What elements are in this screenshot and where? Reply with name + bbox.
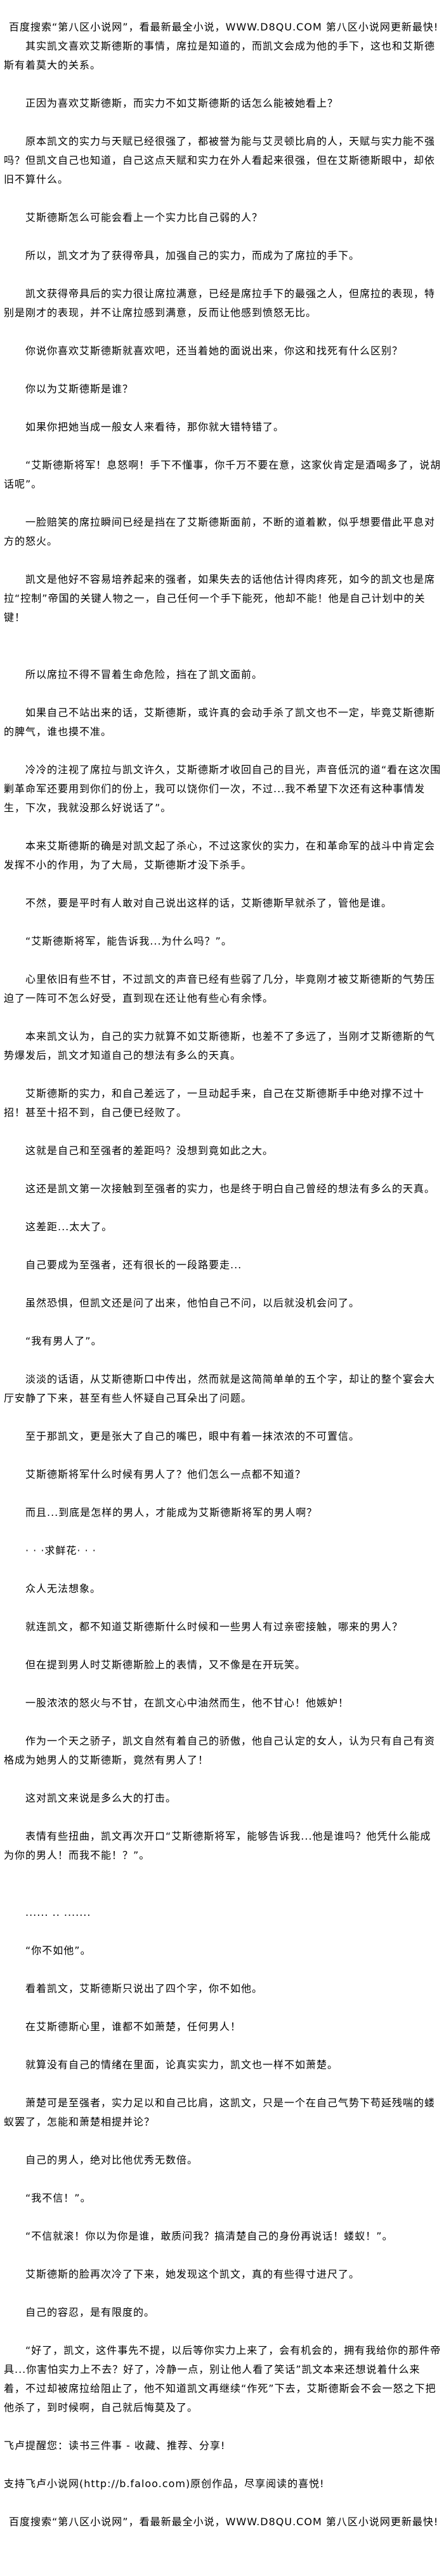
- paragraph: 表情有些扭曲，凯文再次开口“艾斯德斯将军，能够告诉我...他是谁吗？他凭什么能成…: [4, 1830, 431, 1861]
- footer-support-link[interactable]: 支持飞卢小说网(http://b.faloo.com)原创作品，尽享阅读的喜悦!: [4, 2478, 325, 2490]
- paragraph: 而且...到底是怎样的男人，才能成为艾斯德斯将军的男人啊？: [25, 1506, 318, 1518]
- paragraph: 自己要成为至强者，还有很长的一段路要走...: [25, 1259, 242, 1271]
- paragraph: 如果你把她当成一般女人来看待，那你就大错特错了。: [25, 421, 285, 433]
- paragraph: 众人无法想象。: [25, 1583, 101, 1595]
- paragraph: 自己的容忍，是有限度的。: [25, 2306, 155, 2318]
- paragraph: 在艾斯德斯心里，谁都不如萧楚，任何男人！: [25, 2021, 242, 2033]
- paragraph: 凯文获得帝具后的实力很让席拉满意，已经是席拉手下的最强之人，但席拉的表现，特别是…: [4, 288, 436, 319]
- paragraph: 一脸赔笑的席拉瞬间已经是挡在了艾斯德斯面前，不断的道着歉，似乎想要借此平息对方的…: [4, 516, 436, 547]
- paragraph: 其实凯文喜欢艾斯德斯的事情，席拉是知道的，而凯文会成为他的手下，这也和艾斯德斯有…: [4, 40, 436, 71]
- paragraph: 本来艾斯德斯的确是对凯文起了杀心，不过这家伙的实力，在和革命军的战斗中肯定会发挥…: [4, 840, 436, 871]
- paragraph: 你说你喜欢艾斯德斯就喜欢吧，还当着她的面说出来，你这和找死有什么区别？: [25, 345, 403, 357]
- paragraph: 冷冷的注视了席拉与凯文许久，艾斯德斯才收回自己的目光，声音低沉的道“看在这次围剿…: [4, 764, 441, 814]
- paragraph: 这差距...太大了。: [25, 1221, 113, 1233]
- site-banner-top: 百度搜索“第八区小说网”，看最新最全小说，WWW.D8QU.COM 第八区小说网…: [9, 21, 439, 33]
- paragraph: 这对凯文来说是多么大的打击。: [25, 1792, 177, 1804]
- paragraph: “艾斯德斯将军，能告诉我...为什么吗？”。: [25, 935, 232, 947]
- paragraph: 所以，凯文才为了获得帝具，加强自己的实力，而成为了席拉的手下。: [25, 249, 360, 262]
- paragraph: 自己的男人，绝对比他优秀无数倍。: [25, 2154, 199, 2166]
- paragraph: 艾斯德斯的实力，和自己差远了，一旦动起手来，自己在艾斯德斯手中绝对撑不过十招！甚…: [4, 1087, 425, 1119]
- paragraph: 所以席拉不得不冒着生命危险，挡在了凯文面前。: [25, 668, 263, 681]
- paragraph: “你不如他”。: [25, 1944, 91, 1956]
- paragraph: 艾斯德斯怎么可能会看上一个实力比自己弱的人？: [25, 211, 263, 223]
- paragraph: “艾斯德斯将军！息怒啊！手下不懂事，你千万不要在意，这家伙肯定是酒喝多了，说胡话…: [4, 459, 441, 490]
- chapter-article: 其实凯文喜欢艾斯德斯的事情，席拉是知道的，而凯文会成为他的手下，这也和艾斯德斯有…: [4, 37, 441, 2417]
- paragraph: 作为一个天之骄子，凯文自然有着自己的骄傲，他自己认定的女人，认为只有自己有资格成…: [4, 1735, 436, 1766]
- paragraph: “不信就滚！你以为你是谁，敢质问我？搞清楚自己的身份再说话！蝼蚁！”。: [25, 2230, 393, 2242]
- paragraph: 一股浓浓的怒火与不甘，在凯文心中油然而生，他不甘心！他嫉妒！: [25, 1697, 349, 1709]
- paragraph: 这就是自己和至强者的差距吗？没想到竟如此之大。: [25, 1145, 274, 1157]
- paragraph: 看着凯文，艾斯德斯只说出了四个字，你不如他。: [25, 1982, 263, 1995]
- paragraph: 如果自己不站出来的话，艾斯德斯，或许真的会动手杀了凯文也不一定，毕竟艾斯德斯的脾…: [4, 707, 436, 738]
- paragraph: 虽然恐惧，但凯文还是问了出来，他怕自己不问，以后就没机会问了。: [25, 1297, 360, 1309]
- paragraph: 本来凯文认为，自己的实力就算不如艾斯德斯，也差不了多远了，当刚才艾斯德斯的气势爆…: [4, 1030, 436, 1061]
- paragraph: ...... .. .......: [25, 1906, 91, 1918]
- page-footer: 飞卢提醒您：读书三件事 - 收藏、推荐、分享! 支持飞卢小说网(http://b…: [4, 2436, 441, 2532]
- footer-reminder: 飞卢提醒您：读书三件事 - 收藏、推荐、分享!: [4, 2440, 226, 2452]
- paragraph: “我有男人了”。: [25, 1335, 102, 1347]
- paragraph: 淡淡的话语，从艾斯德斯口中传出，然而就是这简简单单的五个字，却让的整个宴会大厅安…: [4, 1373, 436, 1404]
- paragraph: 艾斯德斯的脸再次冷了下来，她发现这个凯文，真的有些得寸进尺了。: [25, 2268, 360, 2280]
- paragraph: 至于那凯文，更是张大了自己的嘴巴，眼中有着一抹浓浓的不可置信。: [25, 1430, 360, 1442]
- paragraph: “好了，凯文，这件事先不提，以后等你实力上来了，会有机会的，拥有我给你的那件帝具…: [4, 2344, 441, 2413]
- paragraph: 这还是凯文第一次接触到至强者的实力，也是终于明白自己曾经的想法有多么的天真。: [25, 1183, 436, 1195]
- paragraph: 就连凯文，都不知道艾斯德斯什么时候和一些男人有过亲密接触，哪来的男人？: [25, 1621, 403, 1633]
- paragraph: 正因为喜欢艾斯德斯，而实力不如艾斯德斯的话怎么能被她看上？: [25, 97, 339, 109]
- paragraph: 但在提到男人时艾斯德斯脸上的表情，又不像是在开玩笑。: [25, 1659, 306, 1671]
- paragraph: 心里依旧有些不甘，不过凯文的声音已经有些弱了几分，毕竟刚才被艾斯德斯的气势压迫了…: [4, 973, 436, 1004]
- site-banner-bottom: 百度搜索“第八区小说网”，看最新最全小说，WWW.D8QU.COM 第八区小说网…: [9, 2516, 439, 2528]
- paragraph: · · ·求鲜花· · ·: [25, 1544, 96, 1557]
- paragraph: 你以为艾斯德斯是谁？: [25, 383, 134, 395]
- paragraph: 凯文是他好不容易培养起来的强者，如果失去的话他估计得肉疼死，如今的凯文也是席拉“…: [4, 573, 436, 623]
- paragraph: “我不信！”。: [25, 2192, 91, 2204]
- paragraph: 萧楚可是至强者，实力足以和自己比肩，这凯文，只是一个在自己气势下苟延残喘的蝼蚁罢…: [4, 2097, 436, 2128]
- paragraph: 原本凯文的实力与天赋已经很强了，都被誉为能与艾灵顿比肩的人，天赋与实力能不强吗？…: [4, 135, 436, 185]
- paragraph: 就算没有自己的情绪在里面，论真实实力，凯文也一样不如萧楚。: [25, 2059, 339, 2071]
- paragraph: 艾斯德斯将军什么时候有男人了？他们怎么一点都不知道？: [25, 1468, 306, 1480]
- paragraph: 不然，要是平时有人敢对自己说出这样的话，艾斯德斯早就杀了，管他是谁。: [25, 897, 393, 909]
